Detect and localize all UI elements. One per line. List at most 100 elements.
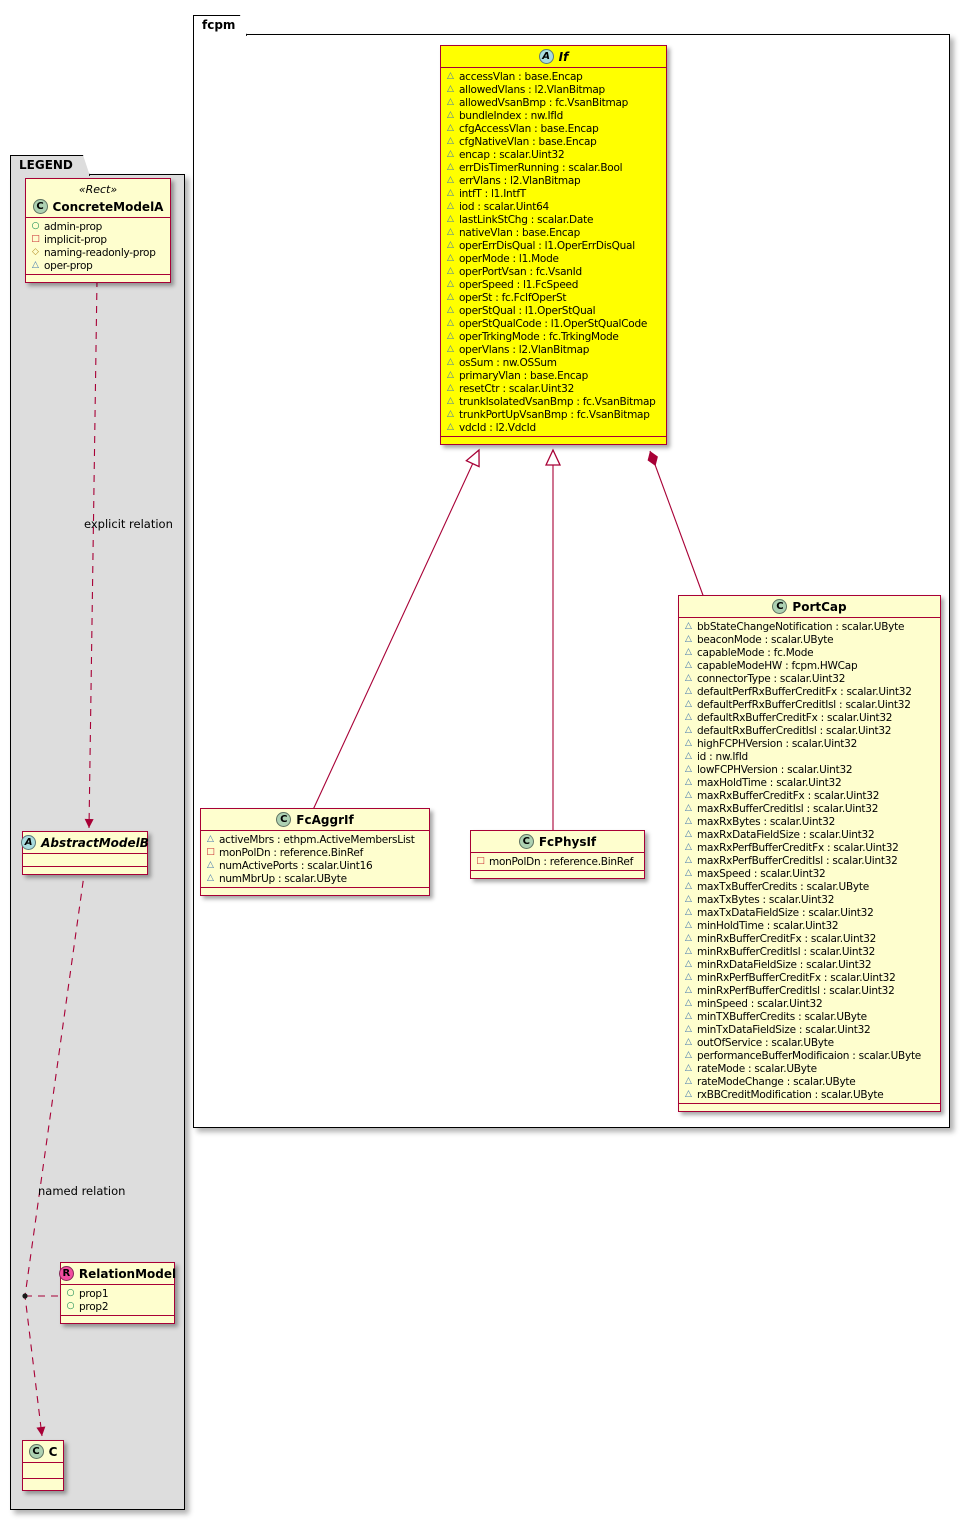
class-member: △rateModeChange : scalar.UByte	[679, 1075, 940, 1088]
class-member: △primaryVlan : base.Encap	[441, 369, 666, 382]
class-member: △capableMode : fc.Mode	[679, 646, 940, 659]
class-member: □implicit-prop	[26, 233, 170, 246]
class-member: △beaconMode : scalar.UByte	[679, 633, 940, 646]
class-member: □monPolDn : reference.BinRef	[471, 855, 644, 868]
class-member: △cfgNativeVlan : base.Encap	[441, 135, 666, 148]
class-member: △activeMbrs : ethpm.ActiveMembersList	[201, 833, 429, 846]
class-member: △defaultPerfRxBufferCreditIsl : scalar.U…	[679, 698, 940, 711]
member-label: iod : scalar.Uint64	[459, 200, 549, 213]
class-member: △maxRxBytes : scalar.Uint32	[679, 815, 940, 828]
class-member: △maxTxDataFieldSize : scalar.Uint32	[679, 906, 940, 919]
class-member: △operPortVsan : fc.VsanId	[441, 265, 666, 278]
member-label: intfT : l1.IntfT	[459, 187, 526, 200]
triangle-visibility-icon: △	[685, 855, 692, 865]
triangle-visibility-icon: △	[447, 357, 454, 367]
triangle-visibility-icon: △	[685, 790, 692, 800]
triangle-visibility-icon: △	[447, 396, 454, 406]
class-name: FcAggrIf	[296, 812, 354, 827]
member-label: outOfService : scalar.UByte	[697, 1036, 834, 1049]
class-member: △minTxDataFieldSize : scalar.Uint32	[679, 1023, 940, 1036]
triangle-visibility-icon: △	[447, 292, 454, 302]
class-member: △encap : scalar.Uint32	[441, 148, 666, 161]
class-member: △minSpeed : scalar.Uint32	[679, 997, 940, 1010]
triangle-visibility-icon: △	[685, 894, 692, 904]
class-spot-icon: C	[772, 599, 788, 614]
triangle-visibility-icon: △	[447, 97, 454, 107]
class-member: △allowedVlans : l2.VlanBitmap	[441, 83, 666, 96]
class-abstractmodelb: A AbstractModelB	[21, 831, 149, 875]
member-label: oper-prop	[44, 259, 93, 272]
class-member: △rxBBCreditModification : scalar.UByte	[679, 1088, 940, 1101]
class-member: △bundleIndex : nw.IfId	[441, 109, 666, 122]
member-label: maxTxBytes : scalar.Uint32	[697, 893, 835, 906]
circle-visibility-icon: ○	[31, 221, 40, 231]
class-member: ○prop1	[61, 1287, 174, 1300]
triangle-visibility-icon: △	[685, 842, 692, 852]
member-list: ○prop1○prop2	[61, 1284, 174, 1315]
class-member: △operMode : l1.Mode	[441, 252, 666, 265]
class-member: △ maxTxBytes : scalar.Uint32	[679, 893, 940, 906]
member-label: maxTxBufferCredits : scalar.UByte	[697, 880, 869, 893]
class-title: C FcAggrIf	[201, 809, 429, 830]
class-member: △bbStateChangeNotification : scalar.UByt…	[679, 620, 940, 633]
member-label: operSt : fc.FcIfOperSt	[459, 291, 567, 304]
triangle-visibility-icon: △	[447, 240, 454, 250]
triangle-visibility-icon: △	[447, 110, 454, 120]
member-label: vdcId : l2.VdcId	[459, 421, 536, 434]
triangle-visibility-icon: △	[685, 764, 692, 774]
legend-package-tab: LEGEND	[10, 155, 90, 176]
class-member: △maxHoldTime : scalar.Uint32	[679, 776, 940, 789]
class-title: C PortCap	[679, 596, 940, 617]
triangle-visibility-icon: △	[685, 1024, 692, 1034]
member-label: cfgAccessVlan : base.Encap	[459, 122, 599, 135]
methods-compartment	[26, 274, 170, 282]
class-member: △cfgAccessVlan : base.Encap	[441, 122, 666, 135]
class-concretemodela: «Rect» C ConcreteModelA ○admin-prop□impl…	[25, 178, 171, 283]
methods-compartment	[23, 866, 147, 874]
member-label: maxRxPerfBufferCreditFx : scalar.Uint32	[697, 841, 899, 854]
triangle-visibility-icon: △	[447, 266, 454, 276]
class-member: △ iod : scalar.Uint64	[441, 200, 666, 213]
stereotype-label: «Rect»	[78, 183, 118, 196]
class-member: △resetCtr : scalar.Uint32	[441, 382, 666, 395]
triangle-visibility-icon: △	[447, 136, 454, 146]
triangle-visibility-icon: △	[447, 201, 454, 211]
class-member: △rateMode : scalar.UByte	[679, 1062, 940, 1075]
class-member: △ operVlans : l2.VlanBitmap	[441, 343, 666, 356]
triangle-visibility-icon: △	[685, 868, 692, 878]
triangle-visibility-icon: △	[685, 803, 692, 813]
member-label: errVlans : l2.VlanBitmap	[459, 174, 581, 187]
triangle-visibility-icon: △	[447, 344, 454, 354]
class-member: △errDisTimerRunning : scalar.Bool	[441, 161, 666, 174]
triangle-visibility-icon: △	[685, 647, 692, 657]
class-spot-icon: C	[518, 834, 534, 849]
triangle-visibility-icon: △	[447, 331, 454, 341]
member-label: operVlans : l2.VlanBitmap	[459, 343, 590, 356]
member-label: defaultRxBufferCreditFx : scalar.Uint32	[697, 711, 893, 724]
member-label: beaconMode : scalar.UByte	[697, 633, 834, 646]
triangle-visibility-icon: △	[685, 673, 692, 683]
triangle-visibility-icon: △	[685, 660, 692, 670]
square-visibility-icon: □	[31, 234, 40, 244]
explicit-relation-label: explicit relation	[84, 517, 173, 531]
class-member: △defaultPerfRxBufferCreditFx : scalar.Ui…	[679, 685, 940, 698]
triangle-visibility-icon: △	[447, 383, 454, 393]
triangle-visibility-icon: △	[447, 305, 454, 315]
triangle-visibility-icon: △	[447, 253, 454, 263]
triangle-visibility-icon: △	[685, 1037, 692, 1047]
triangle-visibility-icon: △	[685, 959, 692, 969]
triangle-visibility-icon: △	[685, 907, 692, 917]
class-member: △trunkPortUpVsanBmp : fc.VsanBitmap	[441, 408, 666, 421]
legend-package-name: LEGEND	[19, 158, 73, 172]
triangle-visibility-icon: △	[685, 972, 692, 982]
member-label: minTXBufferCredits : scalar.UByte	[697, 1010, 867, 1023]
fcpm-package-name: fcpm	[202, 18, 236, 32]
class-name: FcPhysIf	[538, 834, 597, 849]
member-label: defaultPerfRxBufferCreditFx : scalar.Uin…	[697, 685, 912, 698]
triangle-visibility-icon: △	[685, 621, 692, 631]
class-member: △maxRxBufferCreditFx : scalar.Uint32	[679, 789, 940, 802]
class-member: △operStQual : l1.OperStQual	[441, 304, 666, 317]
class-portcap: C PortCap △bbStateChangeNotification : s…	[678, 595, 941, 1112]
class-name: If	[558, 49, 569, 64]
triangle-visibility-icon: △	[685, 829, 692, 839]
